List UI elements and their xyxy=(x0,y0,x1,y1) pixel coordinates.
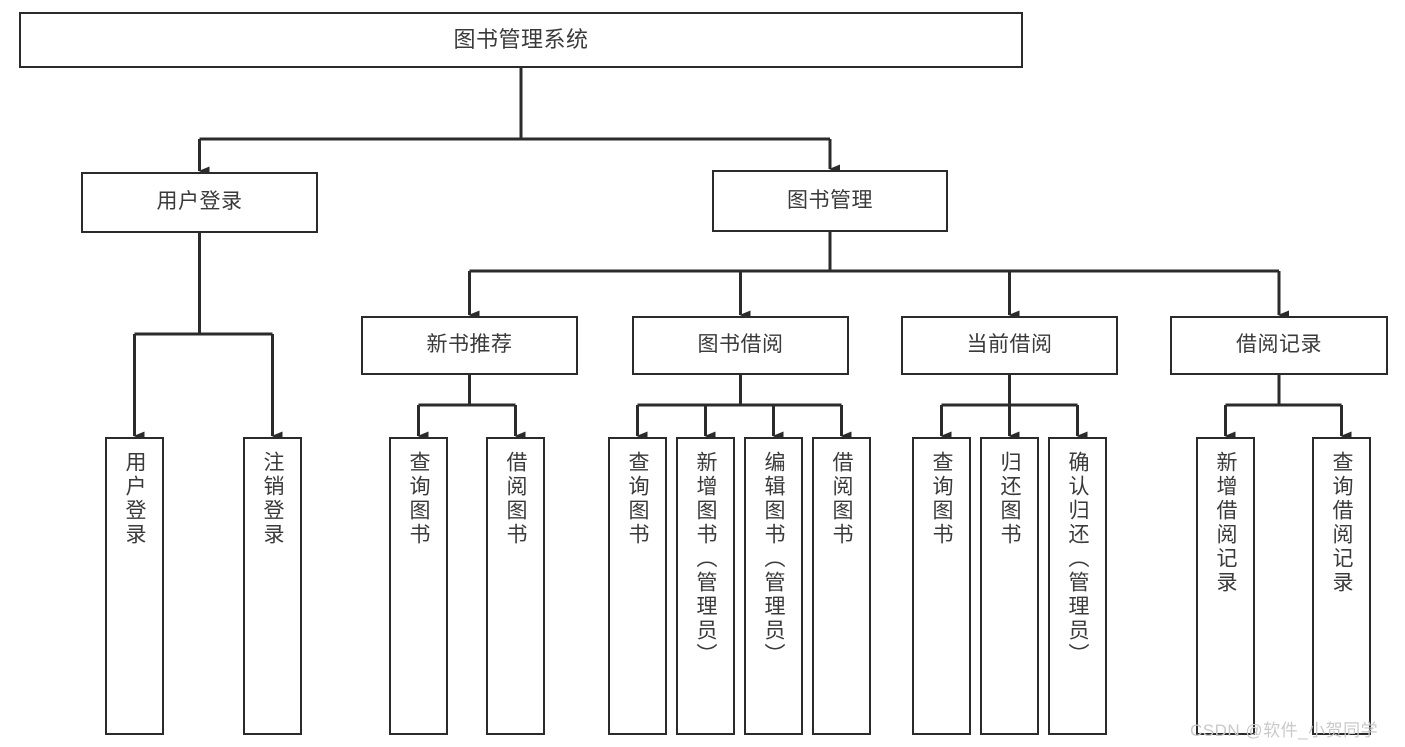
node-label: 注销登录 xyxy=(261,451,284,547)
node-label: 图书借阅 xyxy=(697,333,784,357)
node-leaf-confirm-return[interactable]: 确认归还（管理员） xyxy=(1048,437,1107,735)
node-label: 借阅记录 xyxy=(1236,333,1322,357)
node-borrow-record[interactable]: 借阅记录 xyxy=(1170,316,1388,375)
node-label: 用户登录 xyxy=(123,451,146,547)
node-label: 查询图书 xyxy=(626,451,649,547)
node-label: 编辑图书（管理员） xyxy=(762,451,785,667)
node-label: 图书管理系统 xyxy=(453,27,589,53)
node-label: 新书推荐 xyxy=(426,333,513,357)
node-label: 用户登录 xyxy=(156,190,243,214)
node-book-borrow[interactable]: 图书借阅 xyxy=(632,316,849,375)
node-leaf-user-login[interactable]: 用户登录 xyxy=(105,437,164,735)
node-label: 归还图书 xyxy=(998,451,1021,547)
node-leaf-query-record[interactable]: 查询借阅记录 xyxy=(1312,437,1371,735)
node-label: 查询图书 xyxy=(930,451,953,547)
node-leaf-borrow-book-1[interactable]: 借阅图书 xyxy=(486,437,545,735)
node-label: 查询图书 xyxy=(407,451,430,547)
node-label: 确认归还（管理员） xyxy=(1066,451,1089,667)
node-label: 查询借阅记录 xyxy=(1330,451,1353,595)
node-label: 图书管理 xyxy=(787,188,873,212)
node-leaf-add-book[interactable]: 新增图书（管理员） xyxy=(676,437,735,735)
node-root[interactable]: 图书管理系统 xyxy=(19,12,1023,68)
node-leaf-edit-book[interactable]: 编辑图书（管理员） xyxy=(744,437,803,735)
node-leaf-user-logout[interactable]: 注销登录 xyxy=(243,437,302,735)
node-label: 新增图书（管理员） xyxy=(694,451,717,667)
node-book-manage[interactable]: 图书管理 xyxy=(712,170,948,232)
node-label: 当前借阅 xyxy=(966,333,1053,357)
node-leaf-query-book-1[interactable]: 查询图书 xyxy=(389,437,448,735)
node-new-book-rec[interactable]: 新书推荐 xyxy=(361,316,578,375)
csdn-watermark: CSDN @软件_小贺同学 xyxy=(1190,721,1379,740)
connector-lines xyxy=(133,68,1352,441)
node-current-borrow[interactable]: 当前借阅 xyxy=(901,316,1118,375)
node-label: 借阅图书 xyxy=(504,451,527,547)
node-leaf-add-record[interactable]: 新增借阅记录 xyxy=(1196,437,1255,735)
node-user-login[interactable]: 用户登录 xyxy=(81,172,318,233)
node-label: 借阅图书 xyxy=(830,451,853,547)
node-label: 新增借阅记录 xyxy=(1214,451,1237,595)
node-leaf-borrow-book-2[interactable]: 借阅图书 xyxy=(812,437,871,735)
node-leaf-query-book-3[interactable]: 查询图书 xyxy=(912,437,971,735)
node-leaf-return-book[interactable]: 归还图书 xyxy=(980,437,1039,735)
node-leaf-query-book-2[interactable]: 查询图书 xyxy=(608,437,667,735)
